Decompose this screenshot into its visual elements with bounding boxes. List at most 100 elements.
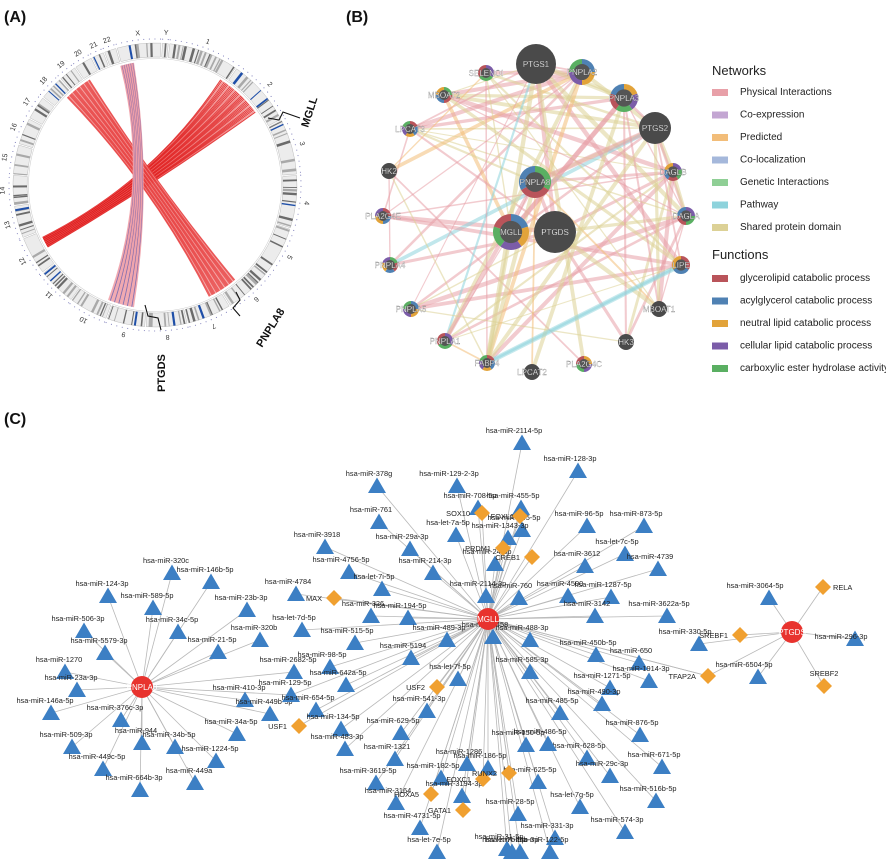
regulatory-edge <box>487 525 588 620</box>
regulatory-edge <box>440 618 489 779</box>
mirna-node <box>202 573 220 589</box>
tf-label: FOXC1 <box>446 775 471 784</box>
mirna-label: hsa-miR-761 <box>350 505 392 514</box>
chromosome-13 <box>14 203 37 238</box>
node-pnpla4: PNPLA4 <box>375 257 406 273</box>
chromosome-band <box>14 200 29 205</box>
mirna-node <box>112 711 130 727</box>
node-core <box>381 163 397 179</box>
mirna-label: hsa-miR-4756-5p <box>312 555 369 564</box>
tick-dot <box>291 133 293 135</box>
chromosome-band <box>70 70 80 83</box>
tf-label: MAX <box>306 594 322 603</box>
link-pnpla8 <box>83 83 230 285</box>
regulatory-edge <box>436 618 489 853</box>
mirna-label: hsa-miR-574-3p <box>591 815 644 824</box>
link-pnpla8 <box>82 83 229 286</box>
mirna-node <box>631 726 649 742</box>
tick-dot <box>255 79 257 81</box>
mirna-node <box>373 580 391 596</box>
panel-b-genemania-network: (B) PTGS1PNPLA2PNPLA3SELENOIMBOAT2LPCAT3… <box>346 9 886 380</box>
transcription-factor-node <box>700 668 716 684</box>
legend-functions-title: Functions <box>712 247 769 262</box>
node-core <box>406 304 416 314</box>
mirna-label: hsa-let-7g-5p <box>550 790 594 799</box>
node-label-pla2g4c: PLA2G4C <box>566 360 602 369</box>
mirna-label: hsa-miR-129-5p <box>259 678 312 687</box>
mirna-node <box>133 734 151 750</box>
mirna-label: hsa-miR-4731-5p <box>383 811 440 820</box>
network-edge <box>654 127 682 266</box>
network-edges <box>382 61 688 373</box>
chromosome-band <box>189 307 196 322</box>
network-edge <box>530 97 626 373</box>
chromosome-label-11: 11 <box>44 289 54 299</box>
legend-function-label: cellular lipid catabolic process <box>740 341 872 352</box>
regulatory-edge <box>436 618 489 688</box>
node-label-mboat2: MBOAT2 <box>428 91 461 100</box>
network-edge <box>409 127 656 130</box>
panel-c-regulatory-network: (C) hsa-miR-320chsa-miR-124-3phsa-miR-14… <box>4 411 868 859</box>
mirna-label: hsa-let-7a-5p <box>426 518 470 527</box>
link-pnpla8 <box>78 86 225 289</box>
tick-dot <box>32 264 34 266</box>
chromosome-band <box>195 50 203 65</box>
mirna-node <box>96 644 114 660</box>
regulatory-edge <box>141 686 217 762</box>
regulatory-edge <box>487 556 533 620</box>
regulatory-edge <box>324 546 489 620</box>
mirna-node <box>529 773 547 789</box>
tick-dot <box>55 77 57 79</box>
mirna-label: hsa-miR-1321 <box>364 742 410 751</box>
mirna-label: hsa-miR-6504-5p <box>715 660 772 669</box>
mirna-label: hsa-miR-1270 <box>36 655 82 664</box>
mirna-node <box>658 607 676 623</box>
mirna-node <box>166 738 184 754</box>
gene-label-mgll: MGLL <box>299 95 320 129</box>
regulatory-edge <box>301 618 489 631</box>
chromosome-label-9: 9 <box>121 330 126 338</box>
node-core <box>651 301 667 317</box>
hub-label-ptgds: PTGDS <box>778 628 806 637</box>
tick-dot <box>8 176 10 178</box>
mirna-node <box>285 663 303 679</box>
mirna-node <box>649 560 667 576</box>
mirna-label: hsa-miR-449c-5p <box>69 752 126 761</box>
mirna-label: hsa-miR-186-5p <box>454 751 507 760</box>
chromosome-label-5: 5 <box>285 254 293 261</box>
mirna-label: hsa-miR-1287-5p <box>574 580 631 589</box>
tick-dot <box>104 321 106 323</box>
tick-dot <box>289 128 291 130</box>
tick-dot <box>8 188 10 190</box>
node-label-pnpla3: PNPLA3 <box>609 94 640 103</box>
regulatory-edge <box>141 686 271 715</box>
chromosome-label-21: 21 <box>89 41 99 51</box>
mirna-node <box>510 589 528 605</box>
network-edge <box>389 126 656 267</box>
chromosome-band <box>260 256 273 266</box>
mirna-node <box>432 769 450 785</box>
regulatory-edge <box>107 595 143 688</box>
node-core <box>439 90 449 100</box>
mirna-label: hsa-let-7c-5p <box>595 537 638 546</box>
mirna-node <box>601 767 619 783</box>
tick-dot <box>22 121 25 123</box>
tick-dot <box>8 182 10 184</box>
mirna-label: hsa-miR-1286 <box>436 747 482 756</box>
mirna-node <box>42 704 60 720</box>
tf-label: SREBF2 <box>810 669 839 678</box>
chromosome-band <box>135 43 141 59</box>
chromosome-band <box>80 293 90 307</box>
chromosome-band <box>163 312 167 327</box>
tick-dot <box>88 314 90 316</box>
node-core <box>481 68 491 78</box>
mirna-label: hsa-miR-708-5p <box>444 491 497 500</box>
chromosome-band <box>13 195 28 199</box>
chromosome-band <box>62 76 73 89</box>
hub-label-mgll: MGLL <box>477 615 499 624</box>
mirna-label: hsa-miR-1271-5p <box>573 671 630 680</box>
node-core <box>579 359 589 369</box>
tick-dot <box>300 180 302 182</box>
tick-dot <box>296 149 298 151</box>
